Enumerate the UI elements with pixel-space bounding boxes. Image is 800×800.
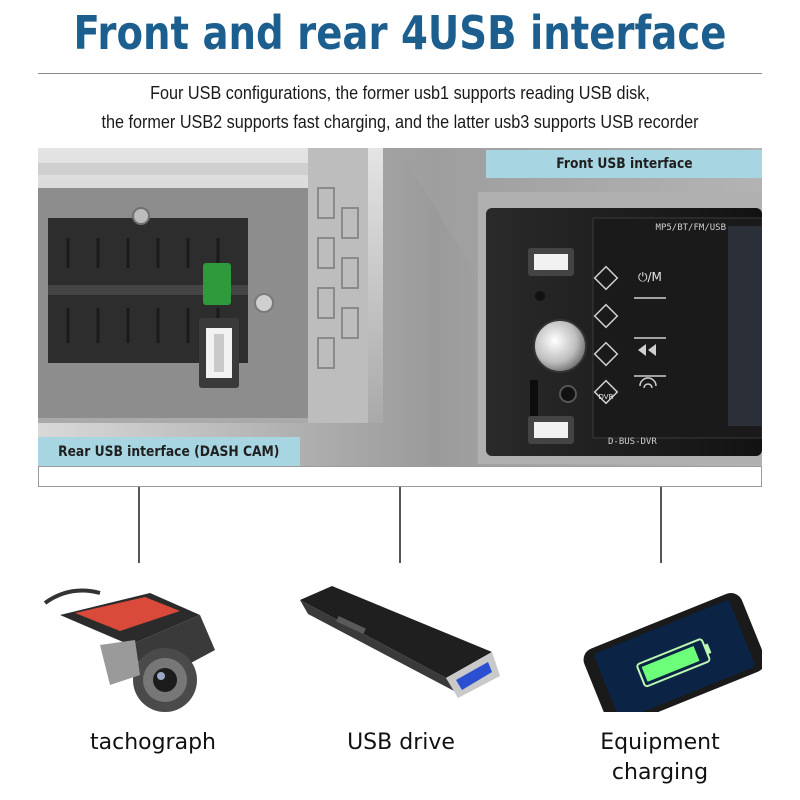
dash-cam-image — [43, 588, 215, 712]
tachograph-label: tachograph — [89, 730, 216, 755]
rear-usb-label: Rear USB interface (DASH CAM) — [38, 437, 300, 466]
panel-dvr-text: DVR — [599, 393, 614, 401]
connector-line-charging — [660, 487, 662, 563]
subtitle-line-1: Four USB configurations, the former usb1… — [150, 83, 650, 103]
product-photo: MP5/BT/FM/USB ⏻/M DVR D-BUS-DVR — [38, 148, 762, 466]
bracket-right — [761, 466, 762, 486]
bracket-top — [38, 466, 762, 467]
usb-drive-image — [300, 586, 500, 698]
bracket-left — [38, 466, 39, 486]
charging-label-line-2: charging — [611, 760, 709, 785]
panel-power-text: ⏻/M — [638, 270, 662, 284]
connector-line-usb-drive — [399, 487, 401, 563]
panel-brand-text: MP5/BT/FM/USB — [656, 223, 726, 233]
charging-label-line-1: Equipment — [600, 730, 720, 755]
usb-drive-label: USB drive — [347, 730, 455, 755]
charging-label: Equipment charging — [560, 728, 760, 788]
stereo-illustration: MP5/BT/FM/USB ⏻/M DVR D-BUS-DVR — [38, 148, 762, 466]
bracket-bottom — [38, 486, 762, 487]
smartphone-image — [583, 592, 762, 712]
title-divider — [38, 73, 762, 74]
rear-chassis — [38, 148, 383, 423]
subtitle-line-2: the former USB2 supports fast charging, … — [101, 112, 699, 132]
panel-model-text: D-BUS-DVR — [608, 437, 657, 447]
front-usb-label: Front USB interface — [486, 150, 762, 178]
front-panel — [478, 192, 762, 464]
connector-line-tachograph — [138, 487, 140, 563]
page-title: Front and rear 4USB interface — [73, 6, 727, 60]
